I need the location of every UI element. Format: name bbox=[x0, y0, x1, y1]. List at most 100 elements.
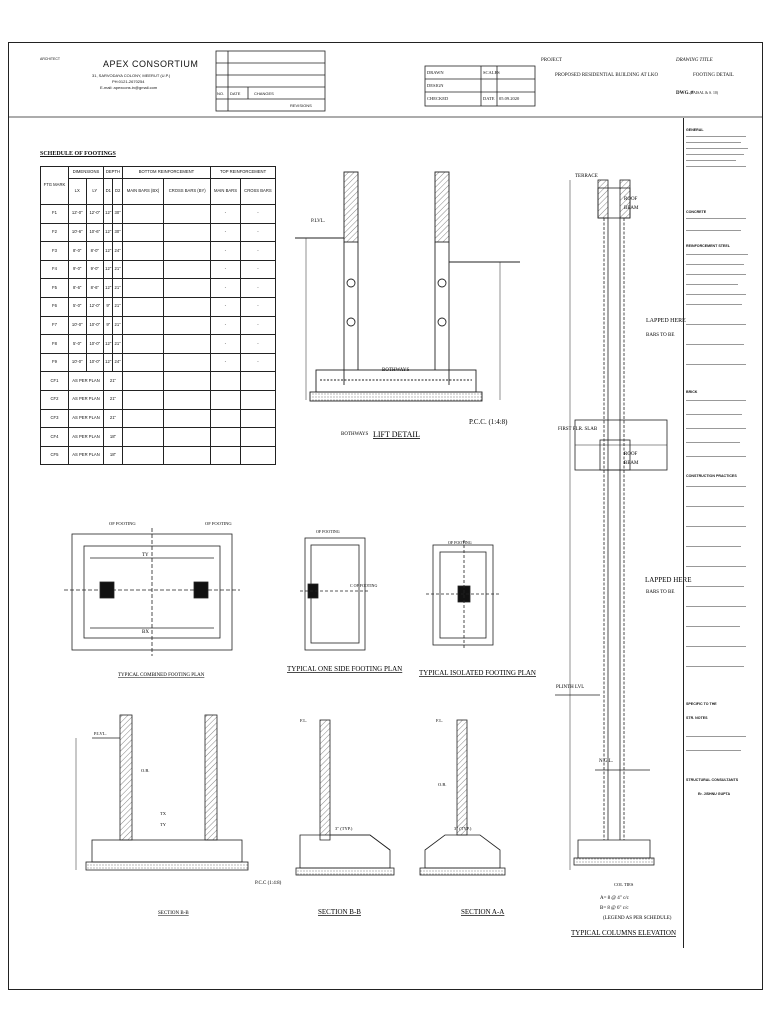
notes-concrete: CONCRETE bbox=[686, 210, 707, 214]
saa-typ: 3" (TYP.) bbox=[454, 826, 472, 831]
notes-str-notes: STR. NOTES bbox=[686, 716, 708, 720]
table-cell: AS PER PLAN bbox=[67, 389, 105, 410]
firm-address: 31, SARVODAYA COLONY, MEERUT (U.P.) bbox=[92, 73, 171, 78]
note-line bbox=[686, 218, 746, 219]
notes-general: GENERAL bbox=[686, 128, 704, 132]
table-cell bbox=[163, 445, 212, 466]
table-cell bbox=[163, 334, 212, 354]
col-lapped-2: LAPPED HERE bbox=[645, 576, 691, 584]
notes-specific: SPECIFIC TO THE bbox=[686, 702, 717, 706]
columns-elevation bbox=[555, 179, 668, 870]
col-roof-beam-2: ROOF bbox=[624, 452, 638, 457]
combined-of-footing-1: OF FOOTING bbox=[109, 521, 136, 526]
scales-label: SCALES bbox=[483, 70, 500, 75]
table-cell: 8'-0" bbox=[85, 241, 105, 261]
note-line bbox=[686, 148, 748, 149]
table-cell bbox=[163, 296, 212, 317]
note-line bbox=[686, 546, 741, 547]
notes-brick: BRICK bbox=[686, 390, 698, 394]
th-ftg-mark: FTG MARK bbox=[40, 166, 69, 205]
table-cell bbox=[163, 408, 212, 429]
note-line bbox=[686, 646, 746, 647]
one-side-c-of-footing: C OF FOOTING bbox=[350, 583, 377, 588]
note-line bbox=[686, 586, 744, 587]
table-cell: - bbox=[239, 296, 277, 317]
table-cell: - bbox=[239, 278, 277, 298]
lift-bothways-2: BOTHWAYS bbox=[341, 432, 369, 437]
table-cell: 21" bbox=[112, 259, 123, 280]
table-cell bbox=[163, 241, 212, 261]
table-cell bbox=[163, 352, 212, 373]
table-cell: AS PER PLAN bbox=[67, 408, 105, 429]
table-cell bbox=[121, 315, 165, 336]
isolated-footing-plan bbox=[426, 540, 500, 650]
table-cell: 24" bbox=[112, 352, 123, 373]
note-line bbox=[686, 626, 740, 627]
design-label: DESIGN bbox=[427, 83, 444, 88]
sbb-ob: O.B. bbox=[141, 768, 150, 773]
schedule-table: FTG MARK DIMENSIONS DEPTH BOTTOM REINFOR… bbox=[40, 166, 277, 466]
col-title: TYPICAL COLUMNS ELEVATION bbox=[571, 929, 676, 937]
notes-consultant-name: Er. JISHNU GUPTA bbox=[698, 792, 731, 796]
table-cell: - bbox=[239, 259, 277, 280]
date-label: DATE bbox=[483, 96, 495, 101]
note-line bbox=[686, 486, 746, 487]
firm-name: APEX CONSORTIUM bbox=[103, 59, 199, 69]
col-ties: COL TIES bbox=[614, 882, 634, 887]
firm-phone: PH:0121-2670254 bbox=[112, 79, 145, 84]
note-line bbox=[686, 400, 746, 401]
note-line bbox=[686, 526, 746, 527]
col-ngl: N.G.L. bbox=[599, 759, 613, 764]
combined-of-footing-2: OF FOOTING bbox=[205, 521, 232, 526]
rev-no: NO. bbox=[217, 91, 225, 96]
th-main-bx: MAIN BARS (BX) bbox=[121, 178, 165, 205]
table-cell: CF5 bbox=[40, 445, 69, 466]
note-line bbox=[686, 294, 746, 295]
one-side-footing-plan bbox=[300, 537, 370, 651]
firm-email: E-mail: apexcons.in@gmail.com bbox=[100, 85, 158, 90]
note-line bbox=[686, 442, 740, 443]
lift-title: LIFT DETAIL bbox=[373, 430, 420, 439]
sbb-mid-typ: 3" (TYP.) bbox=[335, 826, 353, 831]
table-cell bbox=[121, 371, 165, 391]
architect-label: ARCHITECT bbox=[40, 57, 61, 61]
notes-construction: CONSTRUCTION PRACTICES bbox=[686, 474, 737, 478]
saa-fl: F.L. bbox=[436, 718, 443, 723]
table-cell: 24" bbox=[112, 241, 123, 261]
note-line bbox=[686, 344, 744, 345]
th-d2: D2 bbox=[112, 178, 123, 205]
note-line bbox=[686, 264, 744, 265]
table-cell bbox=[239, 408, 277, 429]
lift-bothways-1: BOTHWAYS bbox=[382, 368, 410, 373]
col-bars-1: BARS TO BE bbox=[646, 333, 674, 338]
note-line bbox=[686, 230, 741, 231]
one-side-of-footing: OF FOOTING bbox=[316, 529, 340, 534]
section-bb-mid bbox=[295, 719, 395, 876]
sbb-mid-title: SECTION B-B bbox=[318, 908, 361, 916]
date-value: 05.09.2020 bbox=[499, 96, 520, 101]
table-cell bbox=[121, 445, 165, 466]
sbb-tx: TX bbox=[160, 811, 167, 816]
table-cell: F6 bbox=[40, 296, 69, 317]
saa-ob: O.B. bbox=[438, 782, 447, 787]
sbb-mid-fl: F.L. bbox=[300, 718, 307, 723]
table-cell bbox=[121, 259, 165, 280]
table-cell: - bbox=[239, 334, 277, 354]
combined-bx: BX bbox=[142, 630, 149, 635]
col-beam-1: BEAM bbox=[624, 206, 639, 211]
saa-title: SECTION A-A bbox=[461, 908, 504, 916]
drawing-sheet bbox=[8, 42, 763, 990]
table-cell: F3 bbox=[40, 241, 69, 261]
lift-pcc-label: P.C.C. (1:4:8) bbox=[469, 418, 508, 426]
col-terrace: TERRACE bbox=[575, 174, 598, 179]
table-cell bbox=[163, 278, 212, 298]
lift-plvl-label: P.LVL. bbox=[311, 219, 325, 224]
